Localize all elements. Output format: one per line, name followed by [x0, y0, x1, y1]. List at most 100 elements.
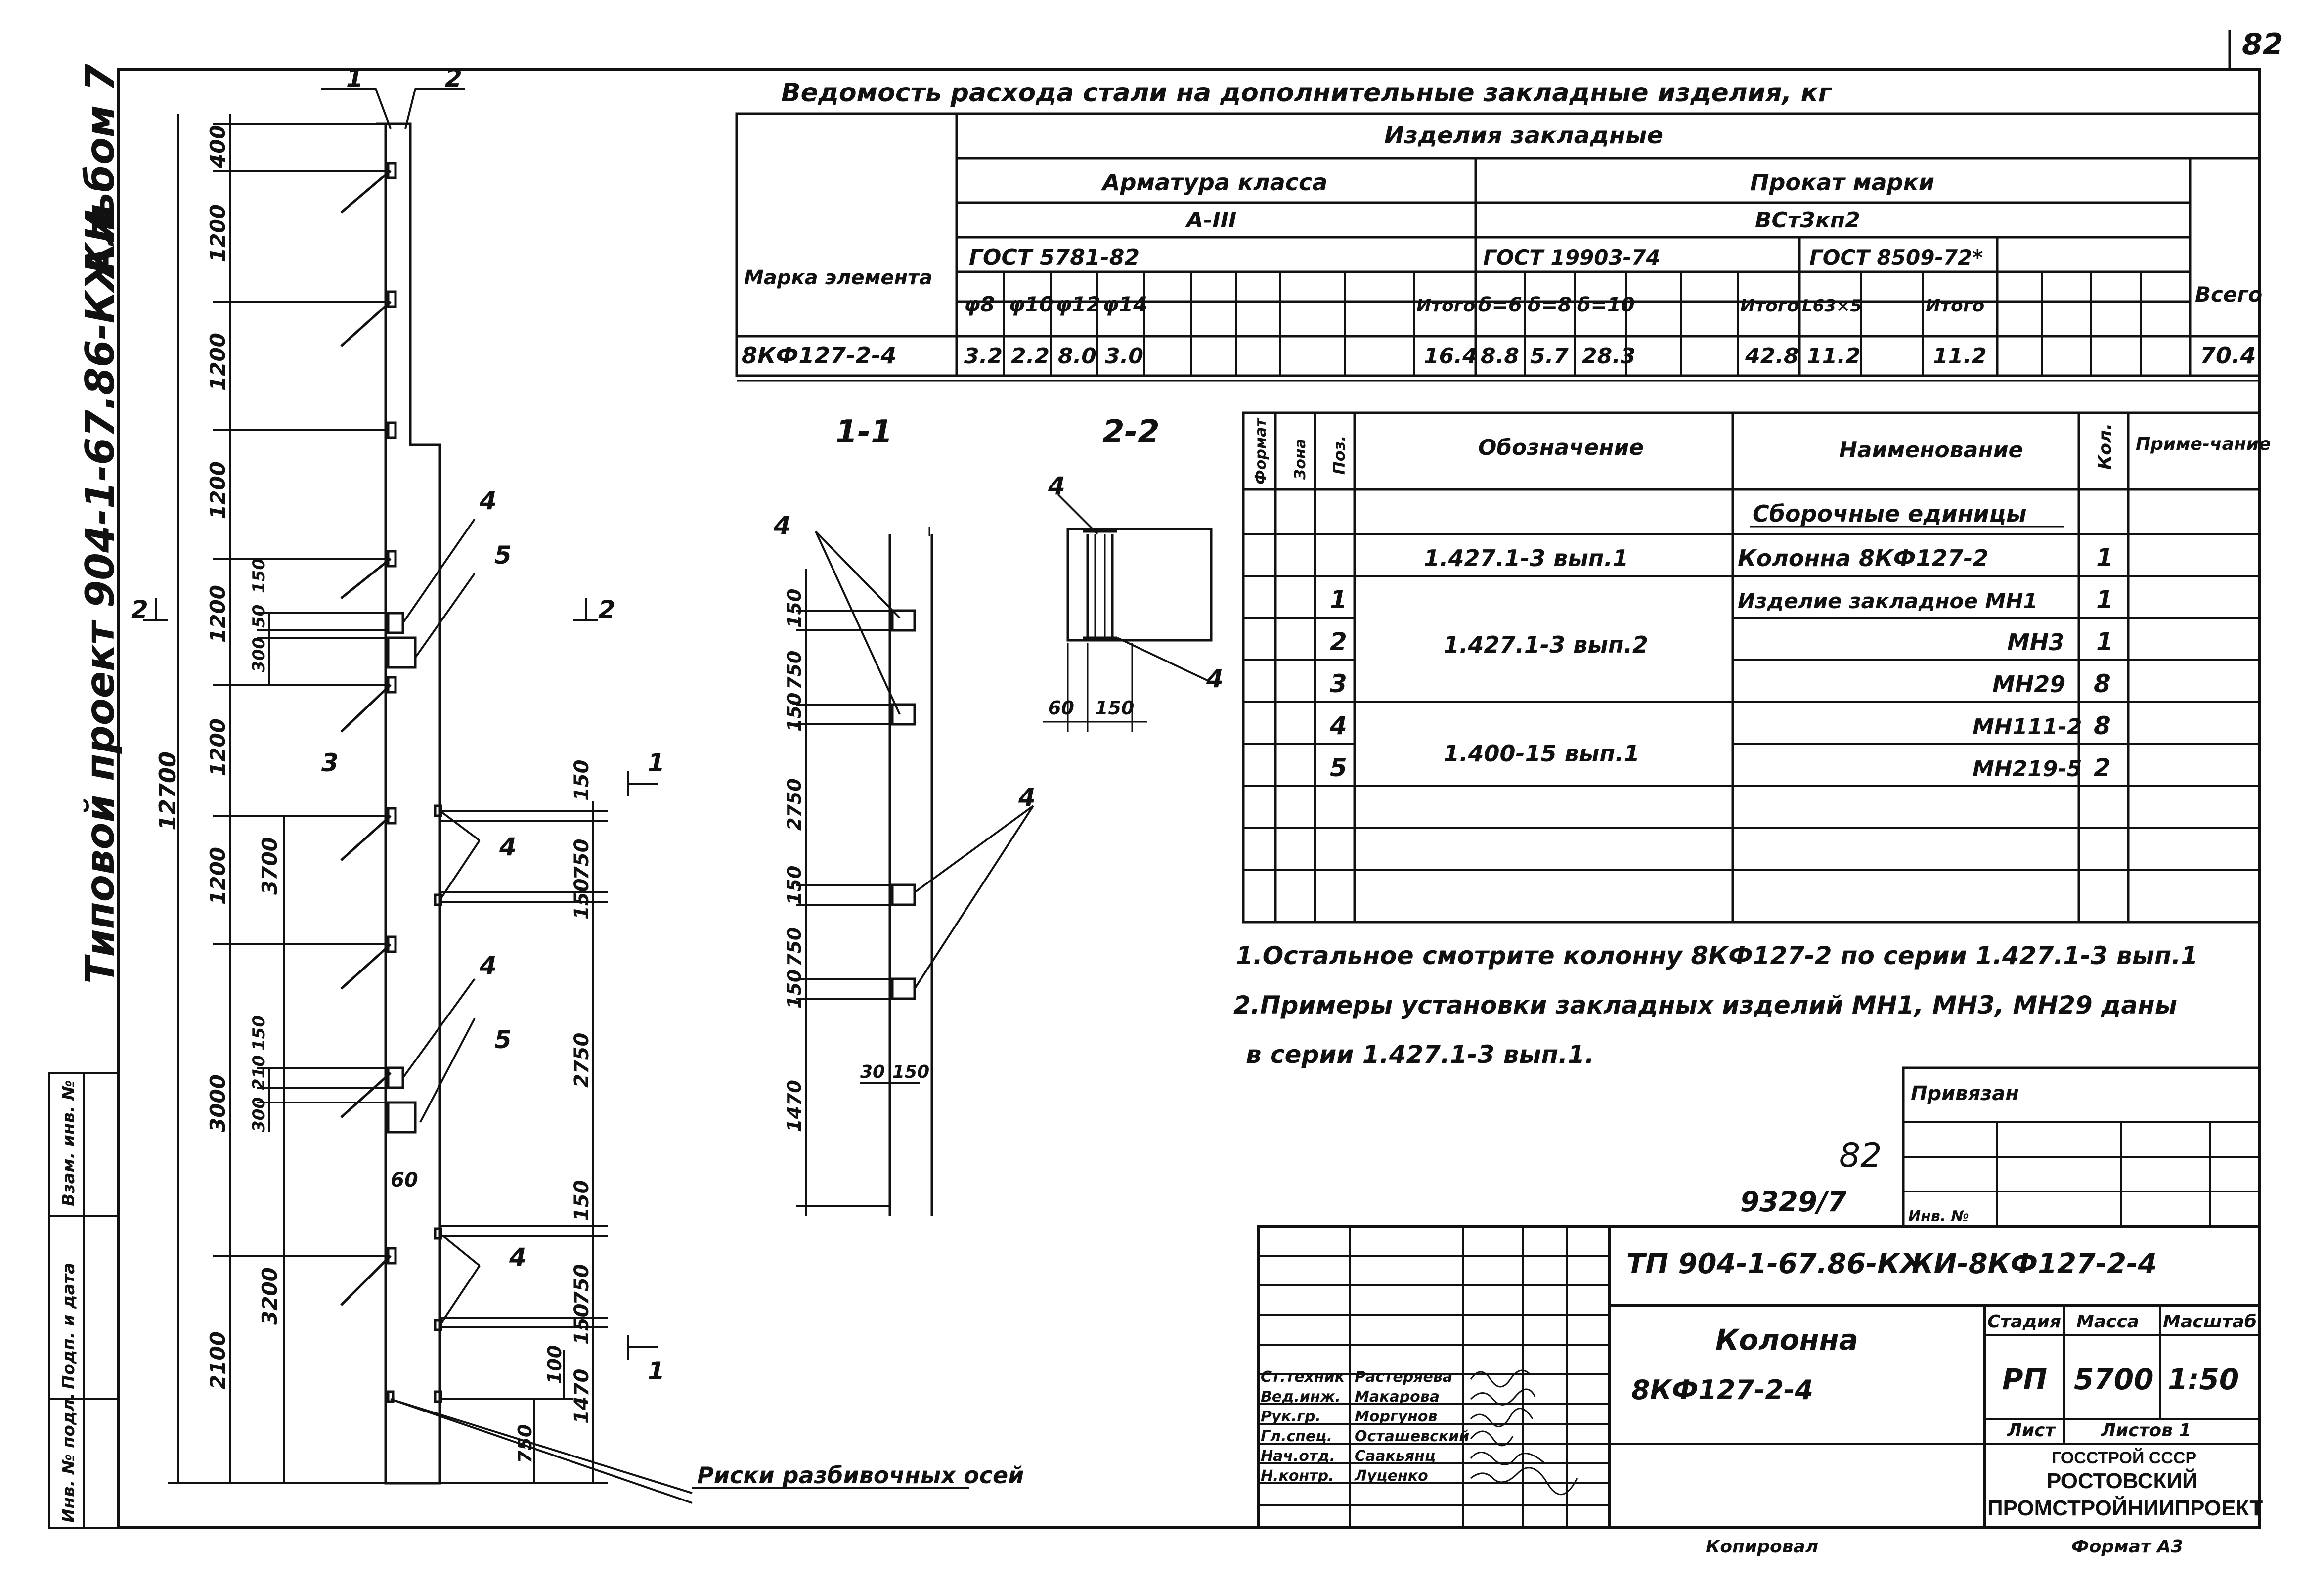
staff-name-2: Макарова — [1355, 1388, 1440, 1406]
total-header: Всего — [2195, 282, 2262, 307]
dim-3200: 3200 — [258, 1267, 282, 1325]
spec-r4-pos: 4 — [1329, 711, 1347, 740]
right-dimensions — [143, 88, 969, 1504]
s22-label-top: 4 — [1048, 472, 1065, 500]
row-v10: 11.2 — [1807, 344, 1861, 369]
section-1-1-title: 1-1 — [835, 414, 893, 450]
staff-name-1: Растеряева — [1355, 1368, 1452, 1386]
pos-label-4a: 4 — [479, 486, 497, 515]
pos-label-5a: 5 — [494, 541, 512, 570]
dim-300a: 300 — [249, 637, 269, 672]
rdim-3: 150 — [570, 879, 593, 920]
tb-code: ТП 904-1-67.86-КЖИ-8КФ127-2-4 — [1626, 1248, 2157, 1280]
s22-dim-60: 60 — [1048, 697, 1074, 719]
s11-d4: 2750 — [784, 778, 805, 831]
rdim-5: 150 — [570, 1180, 593, 1222]
spec-h-designation: Обозначение — [1478, 435, 1644, 460]
tb-sheets-h: Листов 1 — [2101, 1420, 2191, 1441]
album-label: Альбом 7 — [77, 64, 123, 280]
risks-label: Риски разбивочных осей — [697, 1462, 1024, 1489]
staff-role-4: Гл.спец. — [1261, 1428, 1332, 1445]
tb-mass-h: Масса — [2076, 1312, 2139, 1332]
dim-3700: 3700 — [258, 837, 282, 895]
dim-3000: 3000 — [206, 1074, 230, 1132]
s11-d2: 750 — [784, 651, 805, 690]
page-number: 82 — [2242, 27, 2283, 62]
spec-r1-name: Изделие закладное МН1 — [1738, 589, 2038, 613]
row-v4: 3.0 — [1105, 344, 1143, 369]
statement-title: Ведомость расхода стали на дополнительны… — [781, 78, 1833, 108]
spec-r3-name: МН29 — [1992, 671, 2065, 698]
tb-org3: ПРОМСТРОЙНИИПРОЕКТ — [1987, 1495, 2263, 1520]
rdim-1: 150 — [570, 760, 593, 801]
dim-1200-c: 1200 — [206, 461, 230, 519]
spec-r0-name: Колонна 8КФ127-2 — [1738, 545, 1988, 572]
spec-h-name: Наименование — [1839, 438, 2023, 463]
s22-label-bottom: 4 — [1206, 664, 1224, 693]
dim-total: 12700 — [154, 751, 181, 831]
rolled-grade: ВСт3кп2 — [1755, 208, 1860, 233]
pos-label-2: 2 — [445, 64, 462, 92]
statement-grid — [735, 112, 2261, 377]
signatures — [1470, 1369, 1578, 1496]
left-strip — [48, 1072, 120, 1529]
column-elevation — [340, 122, 442, 1485]
dim-1200-a: 1200 — [206, 204, 230, 262]
tb-org1: ГОССТРОЙ СССР — [2052, 1448, 2196, 1467]
spec-h-zone: Зона — [1292, 439, 1309, 480]
left-dimensions — [168, 114, 386, 1484]
spec-r4-qty: 8 — [2094, 711, 2111, 740]
row-v6: 8.8 — [1481, 344, 1519, 369]
s11-label-top: 4 — [773, 511, 791, 540]
note-3: в серии 1.427.1-3 вып.1. — [1246, 1040, 1594, 1069]
spec-r2-name: МН3 — [2007, 629, 2064, 656]
binding-label: Привязан — [1911, 1082, 2019, 1105]
spec-r0-designation: 1.427.1-3 вып.1 — [1424, 545, 1628, 572]
binding-inv: Инв. № — [1908, 1208, 1969, 1225]
dim-100: 100 — [544, 1345, 566, 1384]
dim-300b: 300 — [249, 1097, 269, 1132]
rdim-2: 750 — [570, 839, 593, 881]
strip-label-3: Взам. инв. № — [59, 1080, 79, 1206]
col-d10: δ=10 — [1577, 294, 1635, 316]
tb-object2: 8КФ127-2-4 — [1631, 1374, 1813, 1406]
col-f10: φ10 — [1009, 292, 1053, 316]
note-2: 2.Примеры установки закладных изделий МН… — [1233, 991, 2177, 1019]
title-block-grid — [1257, 1225, 2261, 1529]
spec-r4-designation: 1.400-15 вып.1 — [1444, 740, 1640, 767]
binding-9329: 9329/7 — [1740, 1186, 1846, 1218]
strip-label-1: Инв. № подл. — [59, 1393, 79, 1523]
col-total3: Итого — [1926, 296, 1984, 316]
col-d8: δ=8 — [1528, 294, 1572, 316]
staff-name-6: Луценко — [1354, 1467, 1428, 1485]
row-v1: 3.2 — [964, 344, 1003, 369]
tb-scale: 1:50 — [2168, 1363, 2239, 1396]
armature-grade: А-III — [1185, 208, 1236, 233]
s11-d1: 150 — [784, 589, 805, 628]
row-total: 70.4 — [2200, 342, 2256, 369]
spec-h-format: Формат — [1252, 417, 1270, 485]
row-v5: 16.4 — [1424, 344, 1478, 369]
section-mark-1-bottom: 1 — [648, 1357, 665, 1385]
s22-dim-150: 150 — [1095, 697, 1134, 719]
dim-2100: 2100 — [206, 1331, 230, 1389]
pos-label-3: 3 — [321, 749, 339, 777]
tb-stage-h: Стадия — [1987, 1312, 2061, 1332]
dim-50: 50 — [249, 605, 269, 628]
armature-gost: ГОСТ 5781-82 — [969, 245, 1140, 270]
row-v7: 5.7 — [1530, 344, 1569, 369]
tb-stage: РП — [2002, 1363, 2047, 1396]
dim-750: 750 — [514, 1424, 536, 1463]
col-total1: Итого — [1416, 296, 1475, 316]
binding-box — [1902, 1066, 2261, 1228]
staff-role-2: Вед.инж. — [1261, 1388, 1341, 1406]
dim-150a: 150 — [249, 558, 269, 593]
spec-r5-qty: 2 — [2094, 753, 2111, 782]
row-v9: 42.8 — [1745, 344, 1799, 369]
dim-1200-b: 1200 — [206, 333, 230, 391]
col-f8: φ8 — [964, 292, 995, 316]
col-d6: δ=6 — [1478, 294, 1522, 316]
spec-r2-pos: 2 — [1330, 627, 1347, 656]
rolled-brand: Прокат марки — [1750, 169, 1934, 196]
spec-r2-qty: 1 — [2096, 627, 2113, 656]
